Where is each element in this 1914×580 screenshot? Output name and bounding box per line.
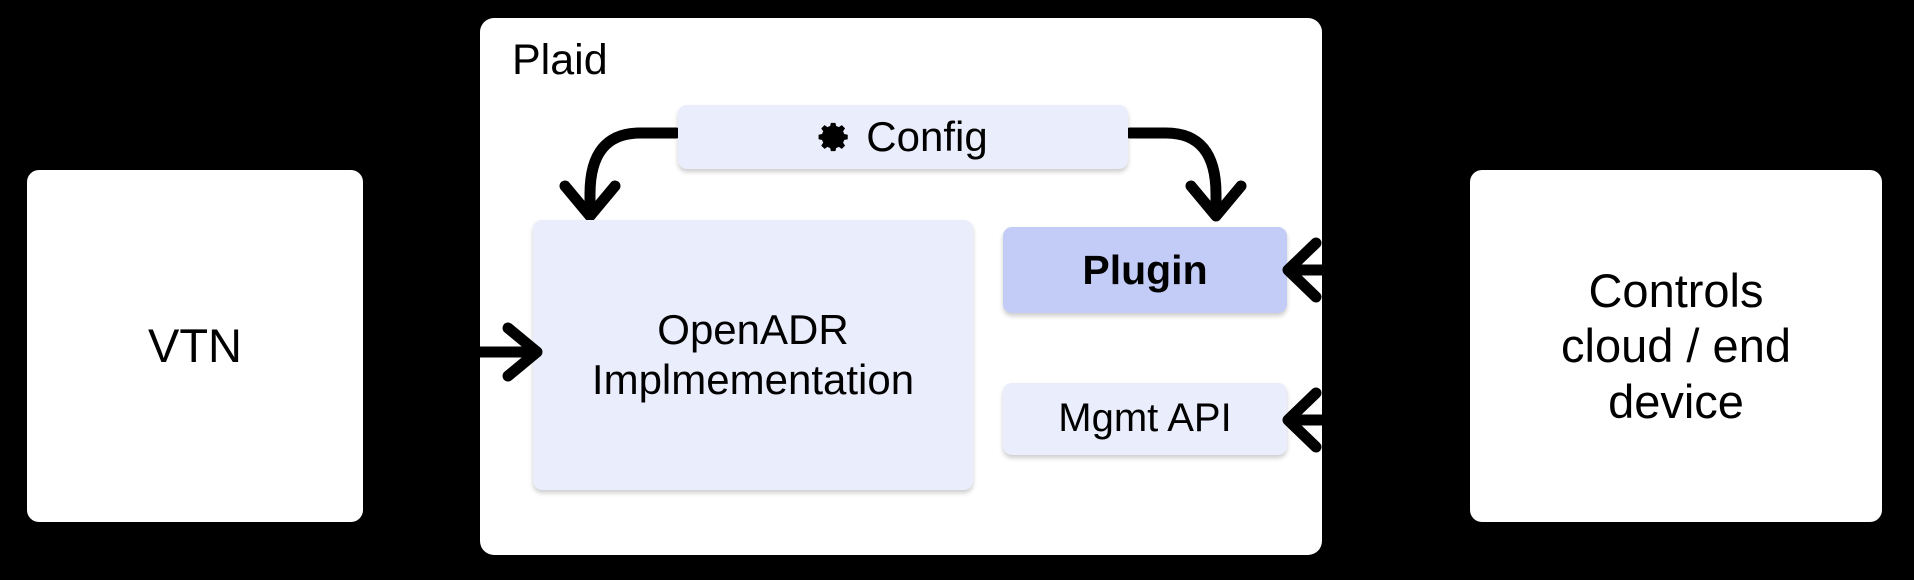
node-plaid-title: Plaid bbox=[512, 36, 608, 84]
node-plugin[interactable]: Plugin bbox=[1003, 227, 1287, 313]
edge-config-to-openadr-icon bbox=[559, 127, 682, 222]
node-plugin-label: Plugin bbox=[1082, 246, 1208, 293]
node-openadr-line2: Implmementation bbox=[591, 356, 915, 403]
node-mgmt-api[interactable]: Mgmt API bbox=[1003, 383, 1287, 455]
node-controls-text: Controls cloud / end device bbox=[1561, 263, 1791, 429]
node-vtn[interactable]: VTN bbox=[27, 170, 363, 522]
node-config[interactable]: Config bbox=[678, 105, 1128, 169]
edge-config-to-plugin-icon bbox=[1124, 127, 1247, 222]
node-vtn-label: VTN bbox=[148, 319, 242, 373]
node-openadr-text: OpenADR Implmementation bbox=[592, 305, 914, 404]
node-config-label: Config bbox=[866, 113, 988, 161]
node-controls-line2: cloud / end bbox=[1561, 319, 1791, 373]
node-controls[interactable]: Controls cloud / end device bbox=[1470, 170, 1882, 522]
node-plaid-container[interactable]: Plaid Config bbox=[480, 18, 1322, 555]
node-controls-line1: Controls bbox=[1588, 263, 1764, 317]
node-mgmt-api-label: Mgmt API bbox=[1058, 396, 1232, 441]
node-controls-line3: device bbox=[1608, 374, 1744, 428]
gear-icon bbox=[818, 120, 852, 154]
node-openadr-line1: OpenADR bbox=[657, 306, 849, 354]
node-openadr[interactable]: OpenADR Implmementation bbox=[533, 220, 973, 490]
